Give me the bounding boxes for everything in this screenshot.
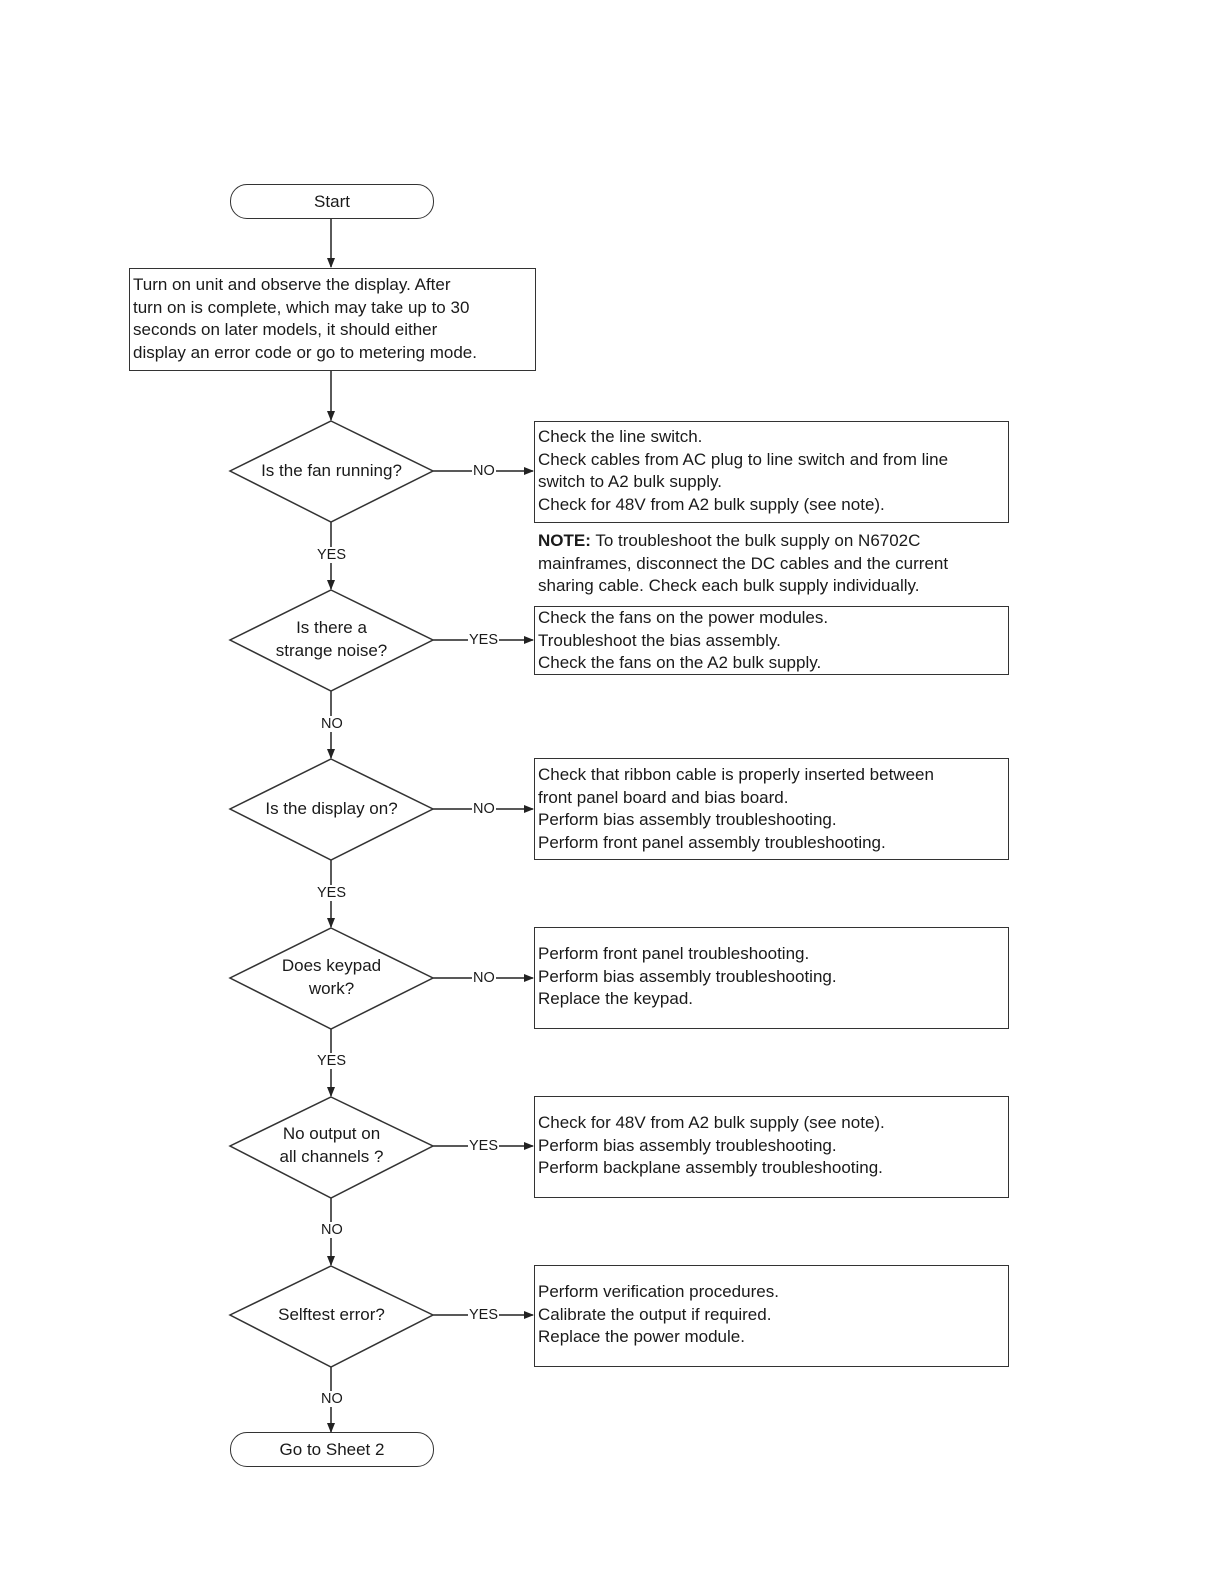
action-fan-not-running: Check the line switch. Check cables from… — [534, 421, 1009, 523]
action-line: Perform front panel troubleshooting. — [538, 944, 810, 963]
action-line: Check cables from AC plug to line switch… — [538, 449, 949, 469]
edge-label-noise-down: NO — [320, 716, 344, 732]
decision-selftest-label: Selftest error? — [230, 1304, 433, 1327]
decision-diamond — [228, 927, 435, 1030]
action-line: Perform bias assembly troubleshooting. — [538, 966, 837, 986]
edge-label-fan-down: YES — [316, 547, 348, 563]
decision-display-label: Is the display on? — [230, 798, 433, 821]
edge-label-fan-right: NO — [472, 463, 496, 479]
decision-keypad-label: Does keypad work? — [230, 955, 433, 1000]
action-line: Perform front panel assembly troubleshoo… — [538, 832, 886, 852]
decision-line: No output on — [282, 1124, 381, 1143]
note-line: NOTE: To troubleshoot the bulk supply on… — [538, 530, 948, 553]
action-strange-noise: Check the fans on the power modules. Tro… — [534, 606, 1009, 675]
decision-line: all channels ? — [279, 1146, 384, 1166]
edge-label-keypad-right: NO — [472, 970, 496, 986]
step-line: Turn on unit and observe the display. Af… — [133, 275, 451, 294]
action-line: Troubleshoot the bias assembly. — [538, 630, 781, 650]
action-line: Check for 48V from A2 bulk supply (see n… — [538, 494, 885, 514]
action-line: Perform bias assembly troubleshooting. — [538, 1135, 837, 1155]
edge-label-noise-right: YES — [468, 632, 500, 648]
action-line: Check for 48V from A2 bulk supply (see n… — [538, 1113, 885, 1132]
decision-noise-label: Is there a strange noise? — [230, 617, 433, 662]
decision-diamond — [228, 589, 435, 692]
decision-line: strange noise? — [275, 640, 388, 660]
decision-line: Does keypad — [281, 956, 382, 975]
action-no-output: Check for 48V from A2 bulk supply (see n… — [534, 1096, 1009, 1198]
end-terminal: Go to Sheet 2 — [230, 1432, 434, 1467]
action-line: Perform bias assembly troubleshooting. — [538, 810, 837, 829]
action-line: Check that ribbon cable is properly inse… — [538, 765, 934, 784]
decision-diamond — [228, 420, 435, 523]
action-line: Check the line switch. — [538, 427, 703, 446]
action-display-off: Check that ribbon cable is properly inse… — [534, 758, 1009, 860]
note-line-1: To troubleshoot the bulk supply on N6702… — [595, 531, 921, 550]
edge-label-display-down: YES — [316, 885, 348, 901]
decision-diamond — [228, 1096, 435, 1199]
action-line: Perform verification procedures. — [538, 1282, 779, 1301]
edge-label-keypad-down: YES — [316, 1053, 348, 1069]
step-line: display an error code or go to metering … — [133, 342, 477, 362]
decision-output-label: No output on all channels ? — [230, 1123, 433, 1168]
action-line: Calibrate the output if required. — [538, 1304, 772, 1324]
action-line: Replace the power module. — [538, 1327, 745, 1346]
step-line: turn on is complete, which may take up t… — [133, 297, 470, 317]
decision-fan-label: Is the fan running? — [230, 460, 433, 483]
bulk-supply-note: NOTE: To troubleshoot the bulk supply on… — [538, 530, 948, 598]
action-line: switch to A2 bulk supply. — [538, 472, 722, 491]
edge-label-output-down: NO — [320, 1222, 344, 1238]
note-heading: NOTE: — [538, 531, 591, 550]
edge-label-display-right: NO — [472, 801, 496, 817]
edge-label-output-right: YES — [468, 1138, 500, 1154]
decision-line: work? — [308, 978, 355, 998]
action-line: Check the fans on the power modules. — [538, 608, 829, 627]
action-line: front panel board and bias board. — [538, 787, 789, 807]
decision-line: Is there a — [296, 618, 367, 637]
action-line: Replace the keypad. — [538, 989, 693, 1008]
step-line: seconds on later models, it should eithe… — [133, 320, 438, 339]
decision-line: Is the fan running? — [261, 461, 402, 480]
decision-diamond — [228, 758, 435, 861]
note-line-3: sharing cable. Check each bulk supply in… — [538, 576, 920, 595]
action-selftest-error: Perform verification procedures. Calibra… — [534, 1265, 1009, 1367]
decision-line: Selftest error? — [278, 1305, 385, 1324]
decision-line: Is the display on? — [265, 799, 398, 818]
edge-label-selftest-down: NO — [320, 1391, 344, 1407]
step-power-on: Turn on unit and observe the display. Af… — [129, 268, 536, 371]
action-keypad-fail: Perform front panel troubleshooting. Per… — [534, 927, 1009, 1029]
action-line: Perform backplane assembly troubleshooti… — [538, 1158, 883, 1177]
edge-label-selftest-right: YES — [468, 1307, 500, 1323]
action-line: Check the fans on the A2 bulk supply. — [538, 653, 822, 672]
decision-diamond — [228, 1265, 435, 1368]
note-line-2: mainframes, disconnect the DC cables and… — [538, 553, 949, 573]
start-terminal: Start — [230, 184, 434, 219]
